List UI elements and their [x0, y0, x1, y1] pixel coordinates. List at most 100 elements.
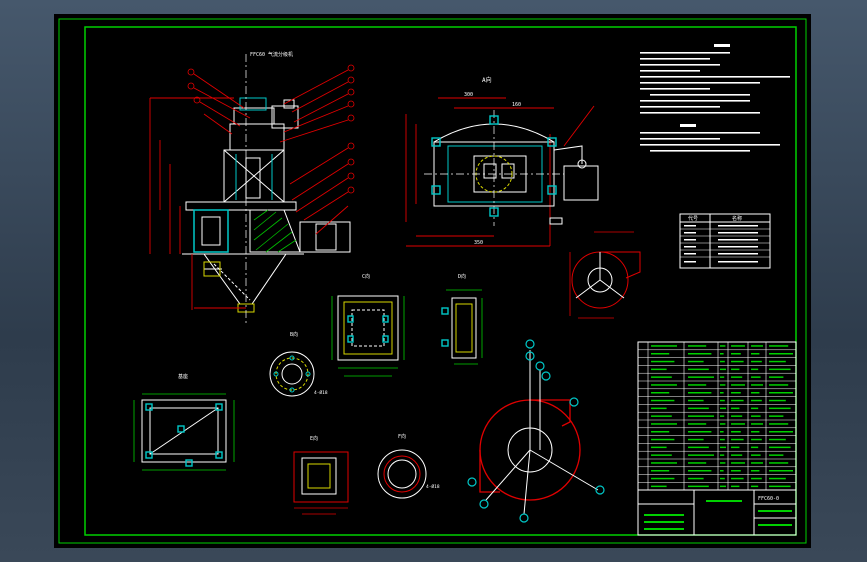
parts-cell-text — [720, 399, 725, 402]
hole-label-f: 4-Ø18 — [426, 483, 440, 490]
parts-cell-text — [720, 376, 725, 378]
parts-cell-text — [720, 438, 725, 441]
parts-cell-text — [731, 485, 740, 488]
parts-cell-text — [731, 470, 741, 472]
view-c-label: C向 — [362, 273, 370, 280]
parts-cell-text — [688, 407, 709, 410]
parts-cell-text — [751, 368, 759, 371]
parts-cell-text — [688, 345, 707, 347]
parts-cell-text — [769, 431, 793, 433]
parts-cell-text — [731, 399, 744, 402]
parts-cell-text — [769, 353, 793, 355]
svg-text:名称: 名称 — [732, 215, 742, 222]
parts-cell-text — [688, 470, 712, 472]
svg-text:FFC60 气流分级机: FFC60 气流分级机 — [250, 51, 293, 58]
parts-cell-text — [688, 384, 707, 386]
svg-text:代号: 代号 — [688, 215, 698, 222]
parts-cell-text — [769, 470, 793, 472]
parts-cell-text — [720, 454, 725, 456]
parts-cell-text — [731, 407, 740, 410]
parts-cell-text — [751, 345, 763, 347]
parts-cell-text — [720, 345, 726, 347]
plan-view-a: A向 300 160 350 — [405, 76, 599, 247]
parts-cell-text — [688, 376, 714, 378]
parts-cell-text — [651, 423, 677, 425]
section-e-view: E向 — [293, 435, 349, 515]
parts-cell-text — [688, 360, 704, 363]
parts-cell-text — [731, 462, 745, 464]
base-plate-view: 基座 — [133, 373, 235, 471]
title-block: FFC60-0 — [637, 489, 797, 536]
parts-cell-text — [688, 477, 704, 480]
parts-cell-text — [769, 376, 784, 378]
parts-cell-text — [769, 399, 786, 402]
cad-drawing: FFC60 气流分级机 A向 300 160 350 — [58, 18, 807, 544]
parts-cell-text — [751, 485, 759, 488]
volute-view-small — [569, 231, 641, 319]
parts-cell-text — [651, 368, 667, 371]
parts-cell-text — [651, 407, 667, 410]
parts-cell-text — [769, 392, 793, 394]
parts-cell-text — [731, 431, 741, 433]
parts-cell-text — [720, 415, 725, 417]
parts-cell-text — [751, 470, 760, 472]
parts-cell-text — [731, 384, 745, 386]
parts-cell-text — [688, 392, 712, 394]
view-e-label: E向 — [310, 435, 318, 442]
parts-cell-text — [720, 485, 726, 488]
dim-top-300: 300 — [464, 92, 473, 98]
parts-cell-text — [651, 470, 670, 472]
parts-cell-text — [731, 415, 743, 417]
parts-cell-text — [651, 477, 675, 480]
parts-cell-text — [720, 384, 726, 386]
parts-cell-text — [720, 446, 726, 449]
parts-cell-text — [731, 454, 743, 456]
parts-cell-text — [769, 446, 791, 449]
dim-base-350: 350 — [474, 240, 483, 246]
view-b-label: B向 — [290, 331, 298, 338]
parts-cell-text — [720, 392, 724, 394]
parts-cell-text — [651, 353, 670, 355]
section-d-view: D向 — [441, 273, 483, 365]
parts-cell-text — [769, 438, 786, 441]
parts-cell-text — [651, 454, 672, 456]
parts-cell-text — [688, 431, 712, 433]
parts-cell-text — [751, 376, 761, 378]
parts-cell-text — [751, 360, 762, 363]
view-a-label: A向 — [482, 76, 492, 84]
parts-cell-text — [651, 345, 677, 347]
parts-cell-text — [731, 423, 745, 425]
parts-cell-text — [751, 399, 762, 402]
parts-list — [637, 341, 797, 491]
parts-cell-text — [769, 454, 784, 456]
parts-cell-text — [731, 376, 743, 378]
parts-cell-text — [720, 431, 724, 433]
parts-cell-text — [751, 462, 763, 464]
parts-cell-text — [688, 353, 712, 355]
parts-cell-text — [751, 353, 760, 355]
main-elevation-view: FFC60 气流分级机 — [149, 51, 355, 324]
parts-cell-text — [688, 446, 709, 449]
parts-cell-text — [651, 384, 677, 386]
parts-cell-text — [769, 485, 791, 488]
parts-cell-text — [751, 392, 760, 394]
legend-table: 代号 名称 — [679, 213, 771, 269]
outer-frame — [58, 18, 807, 544]
parts-cell-text — [751, 454, 761, 456]
volute-view-large — [467, 339, 605, 523]
parts-cell-text — [688, 438, 704, 441]
parts-cell-text — [769, 407, 791, 410]
parts-cell-text — [651, 438, 675, 441]
hole-4-18-label: 4-Ø18 — [314, 389, 328, 396]
parts-cell-text — [751, 423, 763, 425]
parts-cell-text — [769, 477, 786, 480]
section-c-view: C向 — [331, 273, 405, 377]
parts-cell-text — [651, 431, 670, 433]
parts-cell-text — [651, 392, 670, 394]
parts-cell-text — [688, 454, 714, 456]
parts-cell-text — [769, 423, 789, 425]
parts-cell-text — [688, 368, 709, 371]
parts-cell-text — [651, 360, 675, 363]
parts-cell-text — [731, 360, 744, 363]
ring-view-f: F向 4-Ø18 — [377, 433, 440, 499]
